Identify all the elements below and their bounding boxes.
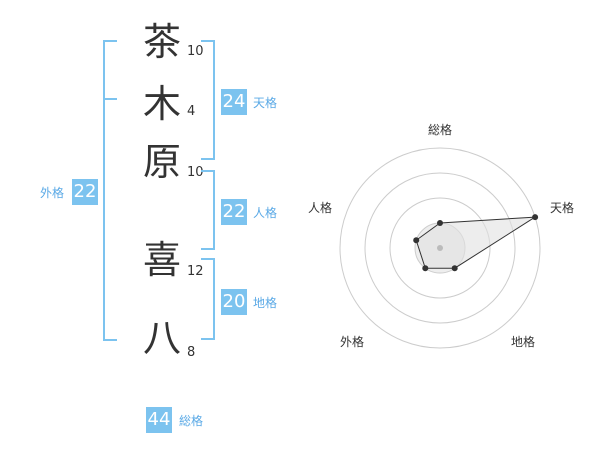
name-char-4: 喜: [142, 238, 181, 282]
stroke-count-5: 8: [187, 345, 196, 360]
radar-center: [437, 245, 443, 251]
radar-point-1: [437, 220, 443, 226]
stroke-count-1: 10: [187, 44, 204, 59]
gaikaku-label: 外格: [40, 186, 65, 200]
name-char-2: 木: [142, 82, 181, 126]
radar-ring-3: [364, 172, 516, 324]
name-char-5: 八: [142, 316, 181, 360]
tenkaku-bracket: [201, 40, 215, 160]
stroke-count-2: 4: [187, 104, 196, 119]
radar-point-3: [451, 265, 458, 272]
radar-ring-4: [339, 147, 541, 349]
tenkaku-label: 天格: [253, 96, 278, 110]
chikaku-label: 地格: [253, 296, 278, 310]
radar-point-5: [413, 237, 420, 244]
soukaku-label: 総格: [179, 414, 204, 428]
jinkaku-bracket: [201, 170, 215, 250]
radar-label-gaikaku: 外格: [340, 335, 365, 349]
chikaku-value: 20: [221, 289, 247, 315]
radar-label-chikaku: 地格: [511, 335, 536, 349]
stroke-count-4: 12: [187, 264, 204, 279]
radar-label-soukaku: 総格: [428, 123, 453, 137]
radar-point-4: [422, 265, 429, 272]
chikaku-bracket: [201, 258, 215, 340]
radar-series-shape: [415, 216, 536, 269]
gaikaku-bracket: [103, 40, 117, 341]
jinkaku-value: 22: [221, 199, 247, 225]
name-char-3: 原: [142, 140, 181, 184]
soukaku-value: 44: [146, 407, 172, 433]
bracket-tick: [103, 98, 117, 100]
tenkaku-value: 24: [221, 89, 247, 115]
name-char-1: 茶: [142, 20, 181, 64]
jinkaku-label: 人格: [253, 206, 278, 220]
radar-point-2: [532, 214, 539, 221]
stroke-count-3: 10: [187, 165, 204, 180]
radar-label-jinkaku: 人格: [308, 201, 333, 215]
radar-label-tenkaku: 天格: [550, 201, 575, 215]
gaikaku-value: 22: [72, 179, 98, 205]
radar-ring-2: [389, 197, 491, 299]
